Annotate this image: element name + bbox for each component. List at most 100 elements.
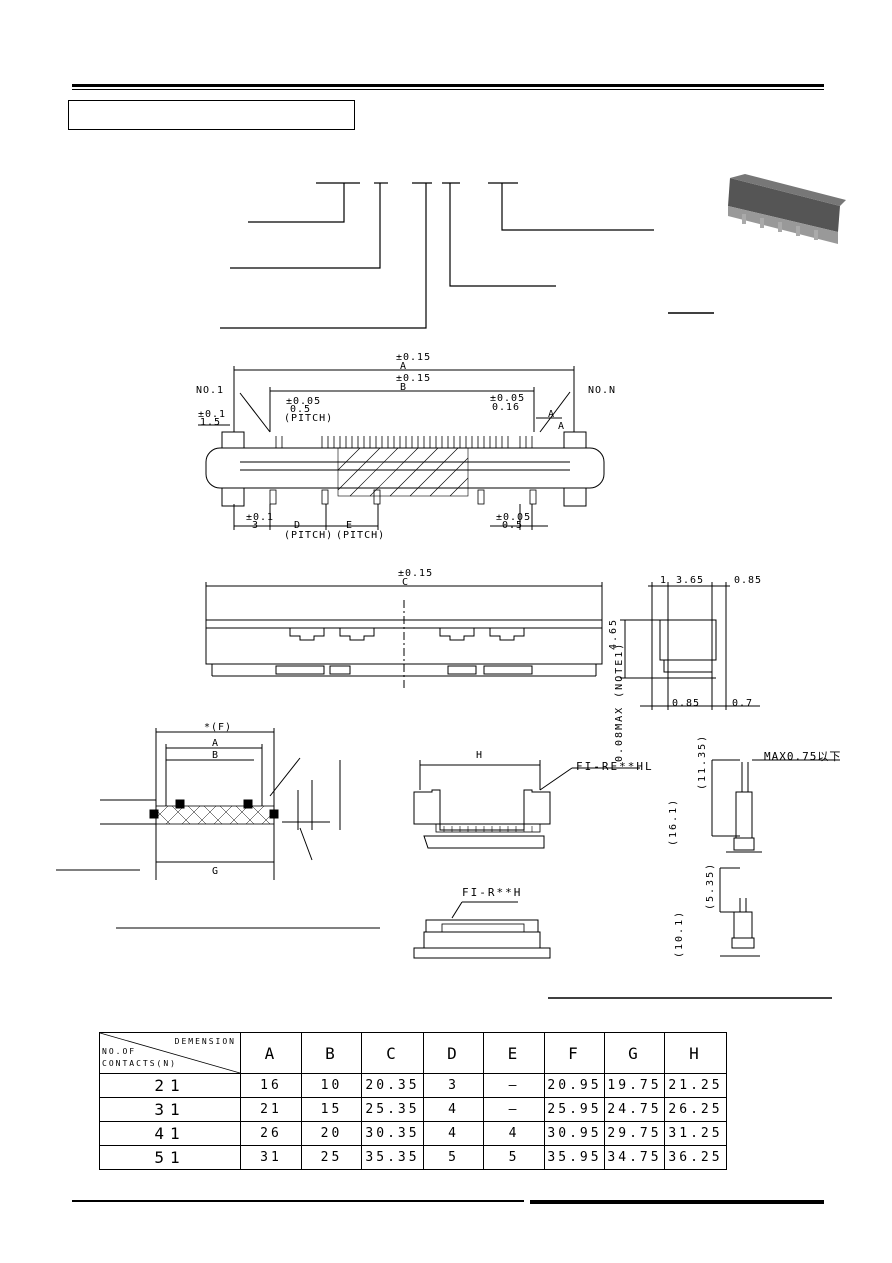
col-header: B bbox=[301, 1032, 362, 1074]
header-rule-thick bbox=[72, 84, 824, 87]
table-cell: — bbox=[483, 1097, 545, 1122]
side-085b: 0.85 bbox=[672, 698, 701, 709]
corner-no-of: NO.OF bbox=[102, 1047, 137, 1056]
table-cell: 3 bbox=[423, 1073, 484, 1098]
table-cell: 10 bbox=[301, 1073, 362, 1098]
side-365: 3.65 bbox=[676, 575, 705, 586]
contacts-cell: 21 bbox=[99, 1073, 241, 1098]
v535-label: (5.35) bbox=[705, 861, 716, 910]
pitch-txt: (PITCH) bbox=[284, 413, 334, 424]
table-row: 41 26 20 30.35 4 4 30.95 29.75 31.25 bbox=[99, 1121, 727, 1146]
mated-view-h bbox=[413, 901, 551, 959]
table-cell: 5 bbox=[483, 1145, 545, 1170]
col-header: D bbox=[423, 1032, 484, 1074]
height-view-upper bbox=[711, 759, 840, 853]
table-cell: 5 bbox=[423, 1145, 484, 1170]
tol-05b: ±0.05 bbox=[496, 512, 532, 523]
table-cell: 26 bbox=[240, 1121, 302, 1146]
front-view bbox=[205, 582, 603, 690]
col-header: H bbox=[664, 1032, 727, 1074]
table-cell: 4 bbox=[483, 1121, 545, 1146]
table-corner-cell: DEMENSION NO.OF CONTACTS(N) bbox=[99, 1032, 241, 1074]
dim-b-tol: ±0.15 bbox=[396, 373, 432, 384]
table-cell: 20.35 bbox=[361, 1073, 424, 1098]
table-cell: 4 bbox=[423, 1097, 484, 1122]
mated-view-hl bbox=[413, 760, 640, 849]
section-a-left: A bbox=[548, 409, 556, 420]
val-016: 0.16 bbox=[492, 402, 521, 413]
dim-a-tol: ±0.15 bbox=[396, 352, 432, 363]
pcb-b: B bbox=[212, 750, 220, 761]
table-cell: 29.75 bbox=[604, 1121, 665, 1146]
pitch-tol: ±0.05 bbox=[286, 396, 322, 407]
max075-label: MAX0.75以下 bbox=[764, 750, 842, 763]
v161-label: (16.1) bbox=[668, 797, 679, 846]
pitch-b1: (PITCH) bbox=[284, 530, 334, 541]
dim-a: A bbox=[400, 361, 408, 372]
table-cell: 25.35 bbox=[361, 1097, 424, 1122]
table-cell: 16 bbox=[240, 1073, 302, 1098]
table-cell: 36.25 bbox=[664, 1145, 727, 1170]
section-a-right: A bbox=[558, 421, 566, 432]
val-3: 3 bbox=[252, 520, 260, 531]
col-header: A bbox=[240, 1032, 302, 1074]
title-box bbox=[68, 100, 355, 130]
fi-re-hl-label: FI-RE**HL bbox=[576, 760, 654, 773]
pcb-a: A bbox=[212, 738, 220, 749]
table-cell: 25 bbox=[301, 1145, 362, 1170]
dim-c: C bbox=[402, 577, 410, 588]
pcb-layout bbox=[56, 728, 341, 880]
top-view bbox=[198, 366, 605, 530]
table-cell: 24.75 bbox=[604, 1097, 665, 1122]
header-rule-thin bbox=[72, 89, 824, 90]
dim-c-tol: ±0.15 bbox=[398, 568, 434, 579]
val-05b: 0.5 bbox=[502, 520, 524, 531]
table-cell: 21.25 bbox=[664, 1073, 727, 1098]
corner-dimension: DEMENSION bbox=[174, 1037, 236, 1046]
table-cell: 25.95 bbox=[544, 1097, 605, 1122]
val-15: 1.5 bbox=[200, 417, 222, 428]
pcb-f: *(F) bbox=[204, 722, 233, 733]
pcb-g: G bbox=[212, 866, 220, 877]
corner-contacts: CONTACTS(N) bbox=[102, 1059, 177, 1068]
part-number-leaders bbox=[220, 182, 714, 329]
table-header-row: DEMENSION NO.OF CONTACTS(N) A B C D E F … bbox=[99, 1032, 727, 1074]
top-view-hatch bbox=[337, 447, 469, 497]
table-cell: — bbox=[483, 1073, 545, 1098]
fi-re-h-label: FI-R**H bbox=[462, 886, 523, 899]
non-label: NO.N bbox=[588, 385, 617, 396]
table-cell: 35.35 bbox=[361, 1145, 424, 1170]
tol-15: ±0.1 bbox=[198, 409, 227, 420]
table-cell: 15 bbox=[301, 1097, 362, 1122]
table-cell: 30.95 bbox=[544, 1121, 605, 1146]
pitch-val: 0.5 bbox=[290, 404, 312, 415]
contacts-cell: 41 bbox=[99, 1121, 241, 1146]
contacts-cell: 31 bbox=[99, 1097, 241, 1122]
table-cell: 35.95 bbox=[544, 1145, 605, 1170]
height-view-lower bbox=[719, 867, 760, 957]
pitch-b2: (PITCH) bbox=[336, 530, 386, 541]
table-cell: 4 bbox=[423, 1121, 484, 1146]
side-07: 0.7 bbox=[732, 698, 754, 709]
dim-b: B bbox=[400, 382, 408, 393]
dim-e: E bbox=[346, 520, 354, 531]
table-row: 21 16 10 20.35 3 — 20.95 19.75 21.25 bbox=[99, 1073, 727, 1098]
table-cell: 20 bbox=[301, 1121, 362, 1146]
side-1: 1 bbox=[660, 575, 668, 586]
side-note: 0.08MAX (NOTE1) bbox=[614, 641, 625, 762]
col-header: E bbox=[483, 1032, 545, 1074]
side-085: 0.85 bbox=[734, 575, 763, 586]
col-header: F bbox=[544, 1032, 605, 1074]
table-cell: 30.35 bbox=[361, 1121, 424, 1146]
tol-3: ±0.1 bbox=[246, 512, 275, 523]
v101-label: (10.1) bbox=[674, 909, 685, 958]
footer-rule-left bbox=[72, 1200, 524, 1202]
footer-rule-right bbox=[530, 1200, 824, 1204]
table-cell: 21 bbox=[240, 1097, 302, 1122]
product-photo bbox=[728, 174, 846, 244]
table-cell: 26.25 bbox=[664, 1097, 727, 1122]
v1135-label: (11.35) bbox=[697, 733, 708, 790]
col-header: C bbox=[361, 1032, 424, 1074]
no1-label: NO.1 bbox=[196, 385, 225, 396]
h-label: H bbox=[476, 750, 484, 761]
